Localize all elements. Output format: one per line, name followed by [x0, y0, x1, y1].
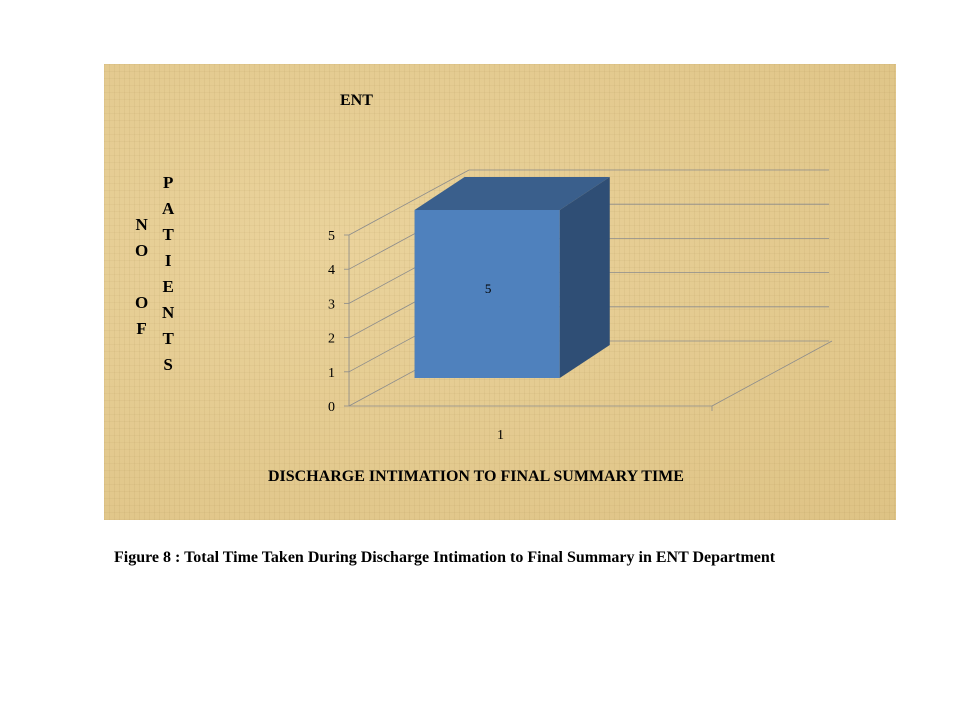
bar-data-label: 5 [485, 281, 492, 296]
y-axis-label-letter: S [163, 355, 173, 374]
y-axis-label-letter: N [135, 215, 148, 234]
y-axis-label-letter: E [162, 277, 174, 296]
x-tick-label: 1 [497, 428, 504, 443]
y-tick-label: 1 [328, 366, 335, 381]
bar-side-face [559, 177, 610, 378]
y-axis-label-letter: T [162, 225, 174, 244]
y-tick-label: 4 [328, 263, 335, 278]
chart-title: ENT [340, 92, 373, 109]
chart-plot-area: 0 1 2 3 4 5 5 1 [328, 169, 833, 443]
y-axis-label-letter: O [135, 293, 149, 312]
bar-top-face [414, 177, 610, 210]
y-tick-label: 5 [328, 229, 335, 244]
y-axis-label-letter: N [162, 303, 175, 322]
gridline-side [348, 169, 470, 236]
y-axis-label-letter: F [136, 319, 147, 338]
y-axis-label-letter: T [162, 329, 174, 348]
floor-right-edge [711, 340, 833, 407]
y-axis-label-letter: I [164, 251, 172, 270]
y-tick-label: 0 [328, 400, 335, 415]
y-axis-label-letter: O [135, 241, 149, 260]
y-axis-label-letter [139, 268, 143, 285]
bar-front-face [414, 210, 560, 378]
y-tick-label: 2 [328, 332, 335, 347]
y-tick-label: 3 [328, 297, 335, 312]
y-axis-label-letter: P [162, 173, 174, 192]
x-axis-label: DISCHARGE INTIMATION TO FINAL SUMMARY TI… [268, 468, 684, 485]
y-axis-label-letter: A [162, 199, 175, 218]
figure-caption: Figure 8 : Total Time Taken During Disch… [114, 549, 776, 566]
